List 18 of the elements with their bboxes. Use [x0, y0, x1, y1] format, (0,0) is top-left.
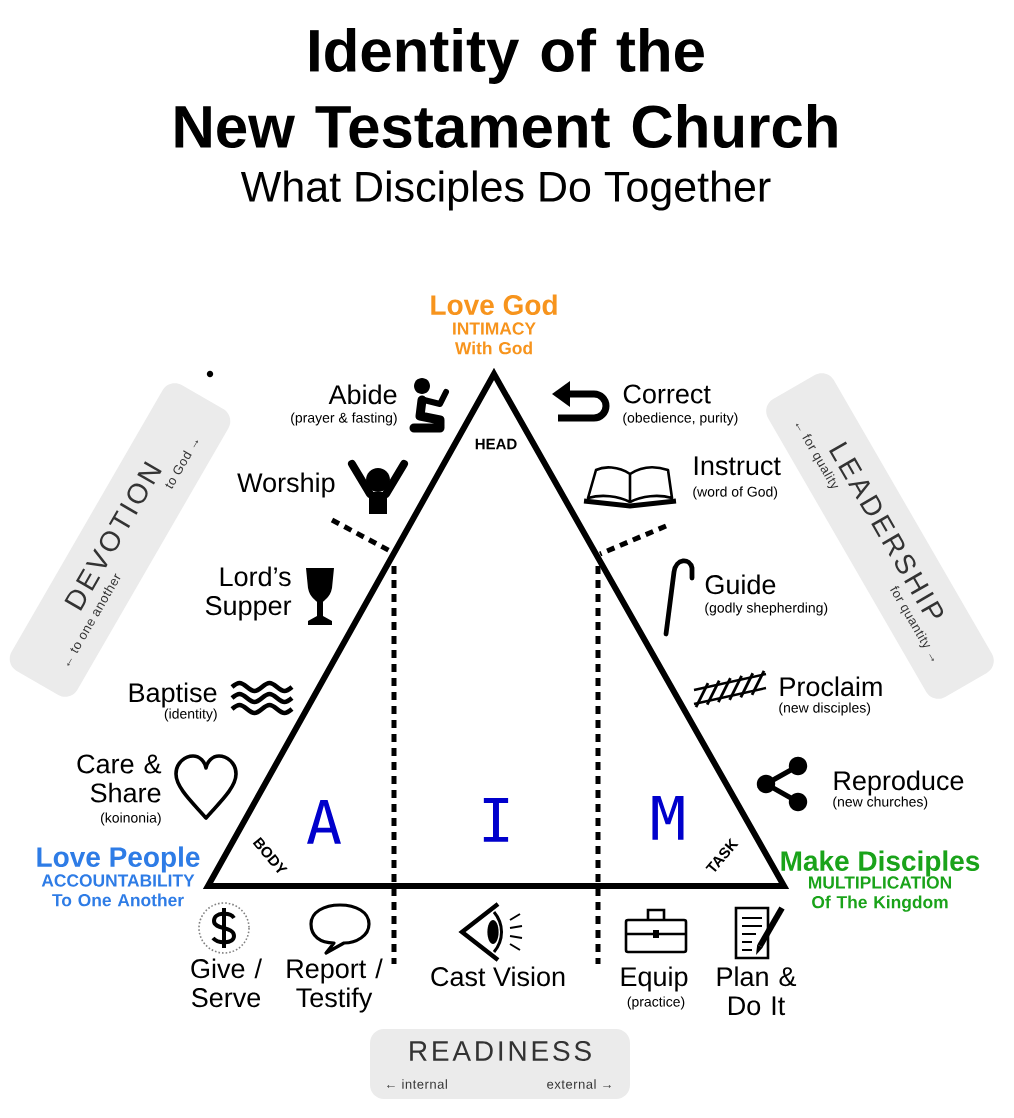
corner-heading: Love People	[37, 846, 200, 873]
corner-subheading: MULTIPLICATION Of The Kingdom	[809, 876, 951, 912]
corner-subheading: INTIMACY With God	[453, 322, 536, 355]
subtitle: What Disciples Do Together	[240, 170, 771, 211]
activity-label: Care & Share	[77, 754, 162, 803]
corner-heading: Make Disciples	[781, 850, 980, 877]
activity-label: Report / Testify	[287, 958, 383, 1013]
corner-heading: Love God	[431, 294, 557, 315]
title: Identity of the New Testament Church	[175, 27, 837, 149]
activity-label: Cast Vision	[431, 966, 565, 987]
corner-subheading: ACCOUNTABILITY To One Another	[41, 874, 195, 907]
activity-label: Baptise	[129, 682, 217, 708]
activity-label: Reproduce	[834, 770, 964, 796]
activity-label: Plan & Do It	[717, 966, 797, 1016]
band-title: READINESS	[410, 1041, 591, 1061]
activity-label: Equip	[621, 966, 688, 992]
activity-label: Give / Serve	[191, 958, 262, 1008]
activity-label: Proclaim	[780, 676, 882, 697]
